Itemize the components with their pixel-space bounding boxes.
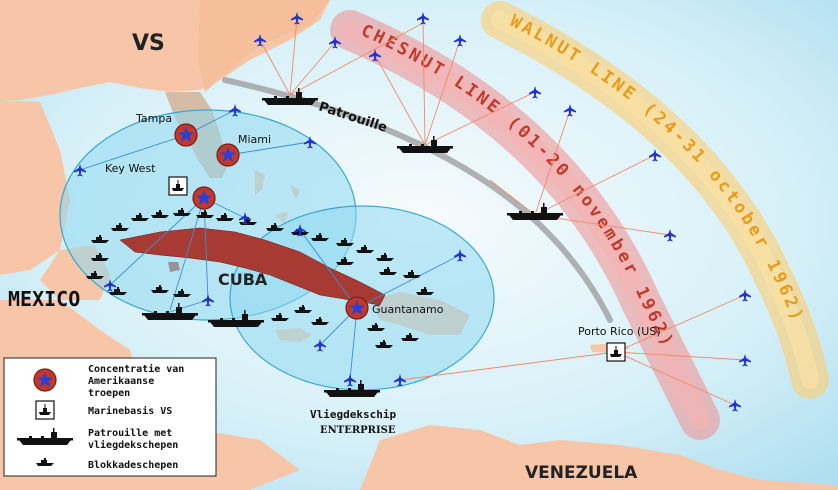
city-label-miami: Miami <box>238 133 271 146</box>
land-venezuela <box>360 425 838 490</box>
legend-troops-line2: Amerikaanse <box>88 375 154 387</box>
troop-marker-miami <box>216 143 240 167</box>
legend-patrol-line1: Patrouille met <box>88 427 172 439</box>
troop-marker-key-west <box>192 186 216 210</box>
country-label-us: VS <box>132 31 165 56</box>
legend-blockade: Blokkadeschepen <box>88 460 178 471</box>
naval-base-key-west <box>168 176 188 196</box>
troop-marker-guantanamo <box>345 296 369 320</box>
legend-troops-line1: Concentratie van <box>88 363 184 375</box>
city-label-guantanamo: Guantanamo <box>372 303 444 316</box>
naval-base-porto-rico <box>606 342 626 362</box>
troop-marker-tampa <box>174 123 198 147</box>
city-label-porto-rico: Porto Rico (US) <box>578 325 661 338</box>
legend-base-icon <box>35 400 55 420</box>
legend-patrol-line2: vliegdekschepen <box>88 439 178 451</box>
land-mexico <box>0 100 70 275</box>
country-label-cuba: CUBA <box>218 270 268 289</box>
country-label-mexico: MEXICO <box>8 287 80 311</box>
city-label-key-west: Key West <box>105 162 156 175</box>
legend-troop-icon <box>33 368 57 392</box>
carrier-label-ship: ENTERPRISE <box>320 425 396 436</box>
legend-troops-line3: troepen <box>88 388 130 399</box>
legend: Concentratie van Amerikaanse troepen Mar… <box>3 357 217 477</box>
city-label-tampa: Tampa <box>135 112 172 125</box>
country-label-venezuela: VENEZUELA <box>525 463 638 483</box>
legend-naval-base: Marinebasis VS <box>88 405 172 417</box>
carrier-label-name: Vliegdekschip <box>310 408 396 421</box>
recon-lines <box>259 17 746 406</box>
